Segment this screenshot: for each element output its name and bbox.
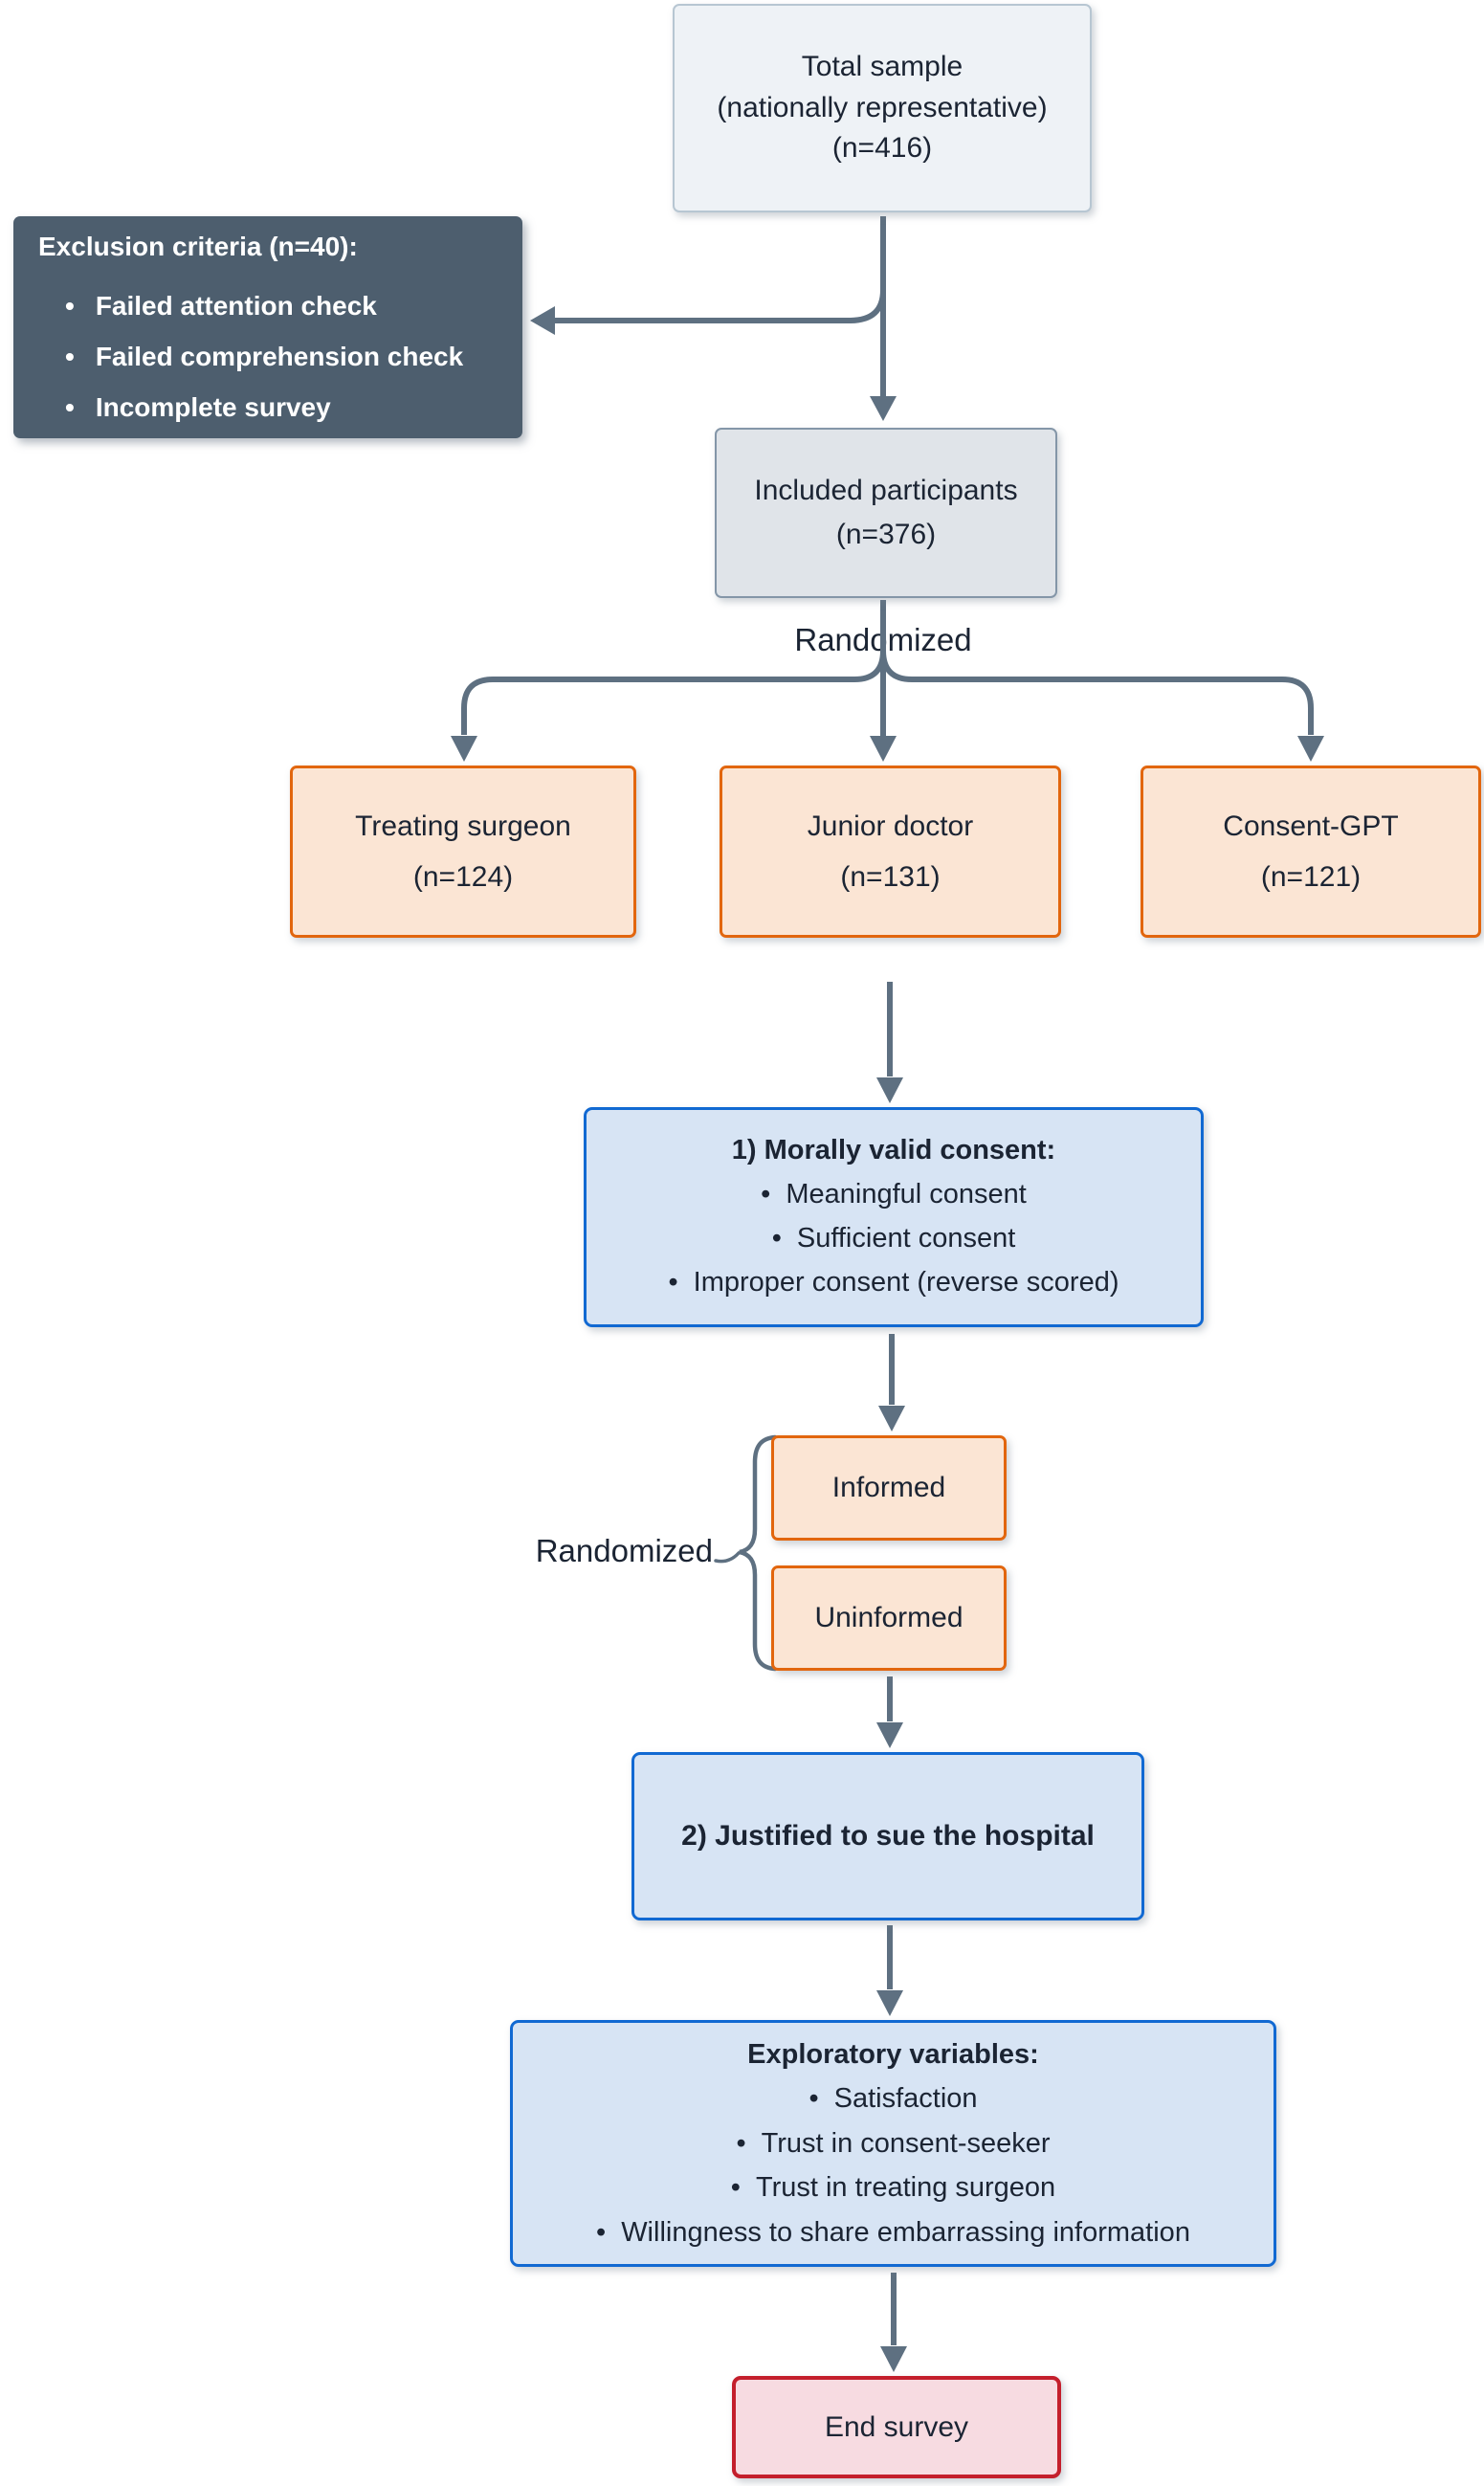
arrow-split-right bbox=[880, 600, 1314, 735]
exploratory-item: Trust in treating surgeon bbox=[731, 2165, 1055, 2209]
arrow-branch-to-exclusion bbox=[555, 277, 886, 323]
arrowhead-arm-right bbox=[1297, 736, 1324, 762]
arrowhead-informed bbox=[878, 1406, 905, 1432]
node-end-survey: End survey bbox=[732, 2376, 1061, 2478]
arm-line: (n=124) bbox=[412, 861, 514, 893]
exploratory-title: Exploratory variables: bbox=[747, 2039, 1039, 2071]
total-sample-line: Total sample bbox=[801, 51, 963, 83]
arrowhead-arm-center bbox=[870, 736, 897, 762]
uninformed-label: Uninformed bbox=[814, 1602, 963, 1634]
exploratory-item: Satisfaction bbox=[808, 2076, 978, 2120]
justified-title: 2) Justified to sue the hospital bbox=[681, 1820, 1095, 1853]
exploratory-item: Willingness to share embarrassing inform… bbox=[596, 2210, 1190, 2254]
node-exclusion-criteria: Exclusion criteria (n=40): Failed attent… bbox=[13, 216, 522, 438]
end-survey-label: End survey bbox=[824, 2410, 969, 2443]
arrowhead-included bbox=[870, 396, 897, 421]
node-uninformed: Uninformed bbox=[771, 1565, 1007, 1671]
exclusion-item: Failed attention check bbox=[38, 287, 377, 326]
morally-valid-item: Meaningful consent bbox=[761, 1173, 1027, 1217]
arm-line: Junior doctor bbox=[807, 810, 974, 842]
arrow-split-left bbox=[461, 600, 886, 735]
arrowhead-exploratory bbox=[876, 1990, 903, 2016]
morally-valid-item: Sufficient consent bbox=[772, 1217, 1015, 1261]
node-total-sample: Total sample (nationally representative)… bbox=[673, 4, 1092, 212]
node-morally-valid-consent: 1) Morally valid consent: Meaningful con… bbox=[584, 1107, 1204, 1327]
arm-line: Consent-GPT bbox=[1223, 810, 1399, 842]
node-informed: Informed bbox=[771, 1435, 1007, 1541]
arrowhead-end bbox=[880, 2346, 907, 2372]
arrowhead-justified bbox=[876, 1722, 903, 1748]
arm-line: (n=131) bbox=[840, 861, 941, 893]
exclusion-item: Incomplete survey bbox=[38, 388, 331, 428]
arrowhead-morally-valid bbox=[876, 1077, 903, 1103]
exclusion-item: Failed comprehension check bbox=[38, 338, 463, 377]
arrowhead-arm-left bbox=[451, 736, 477, 762]
exclusion-title: Exclusion criteria (n=40): bbox=[38, 231, 358, 261]
included-line: (n=376) bbox=[835, 519, 937, 550]
node-arm-treating-surgeon: Treating surgeon (n=124) bbox=[290, 766, 636, 938]
morally-valid-item: Improper consent (reverse scored) bbox=[669, 1261, 1119, 1305]
arm-line: Treating surgeon bbox=[355, 810, 571, 842]
node-arm-consent-gpt: Consent-GPT (n=121) bbox=[1141, 766, 1481, 938]
node-arm-junior-doctor: Junior doctor (n=131) bbox=[720, 766, 1061, 938]
total-sample-line: (n=416) bbox=[831, 132, 933, 165]
included-line: Included participants bbox=[754, 474, 1018, 506]
node-included-participants: Included participants (n=376) bbox=[715, 428, 1057, 598]
node-justified-to-sue: 2) Justified to sue the hospital bbox=[631, 1752, 1144, 1920]
brace-randomized bbox=[739, 1434, 778, 1672]
arrowhead-exclusion bbox=[530, 306, 555, 335]
total-sample-line: (nationally representative) bbox=[717, 91, 1048, 123]
randomized-label-mid: Randomized bbox=[535, 1533, 713, 1568]
arm-line: (n=121) bbox=[1260, 861, 1362, 893]
node-exploratory-variables: Exploratory variables: Satisfaction Trus… bbox=[510, 2020, 1276, 2267]
randomized-label-top: Randomized bbox=[794, 622, 972, 657]
exploratory-item: Trust in consent-seeker bbox=[736, 2121, 1051, 2165]
morally-valid-title: 1) Morally valid consent: bbox=[731, 1135, 1056, 1166]
informed-label: Informed bbox=[831, 1472, 946, 1504]
brace-leader-line bbox=[714, 1551, 741, 1564]
